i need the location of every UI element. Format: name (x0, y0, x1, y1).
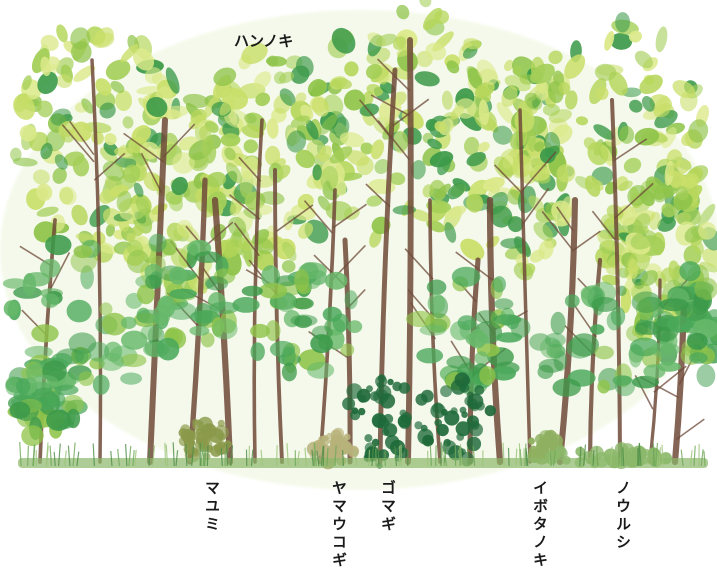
label-hannoki: ハンノキ (234, 32, 294, 50)
label-mayumi: マユミ (203, 480, 221, 534)
label-ibotanoki: イボタノキ (531, 480, 549, 570)
label-nourushi: ノウルシ (614, 480, 632, 552)
lower-foliage (2, 233, 717, 446)
label-yamaukogi: ヤマウコギ (330, 480, 348, 570)
ground-strip (18, 441, 708, 468)
label-gomagi: ゴマギ (379, 480, 397, 534)
